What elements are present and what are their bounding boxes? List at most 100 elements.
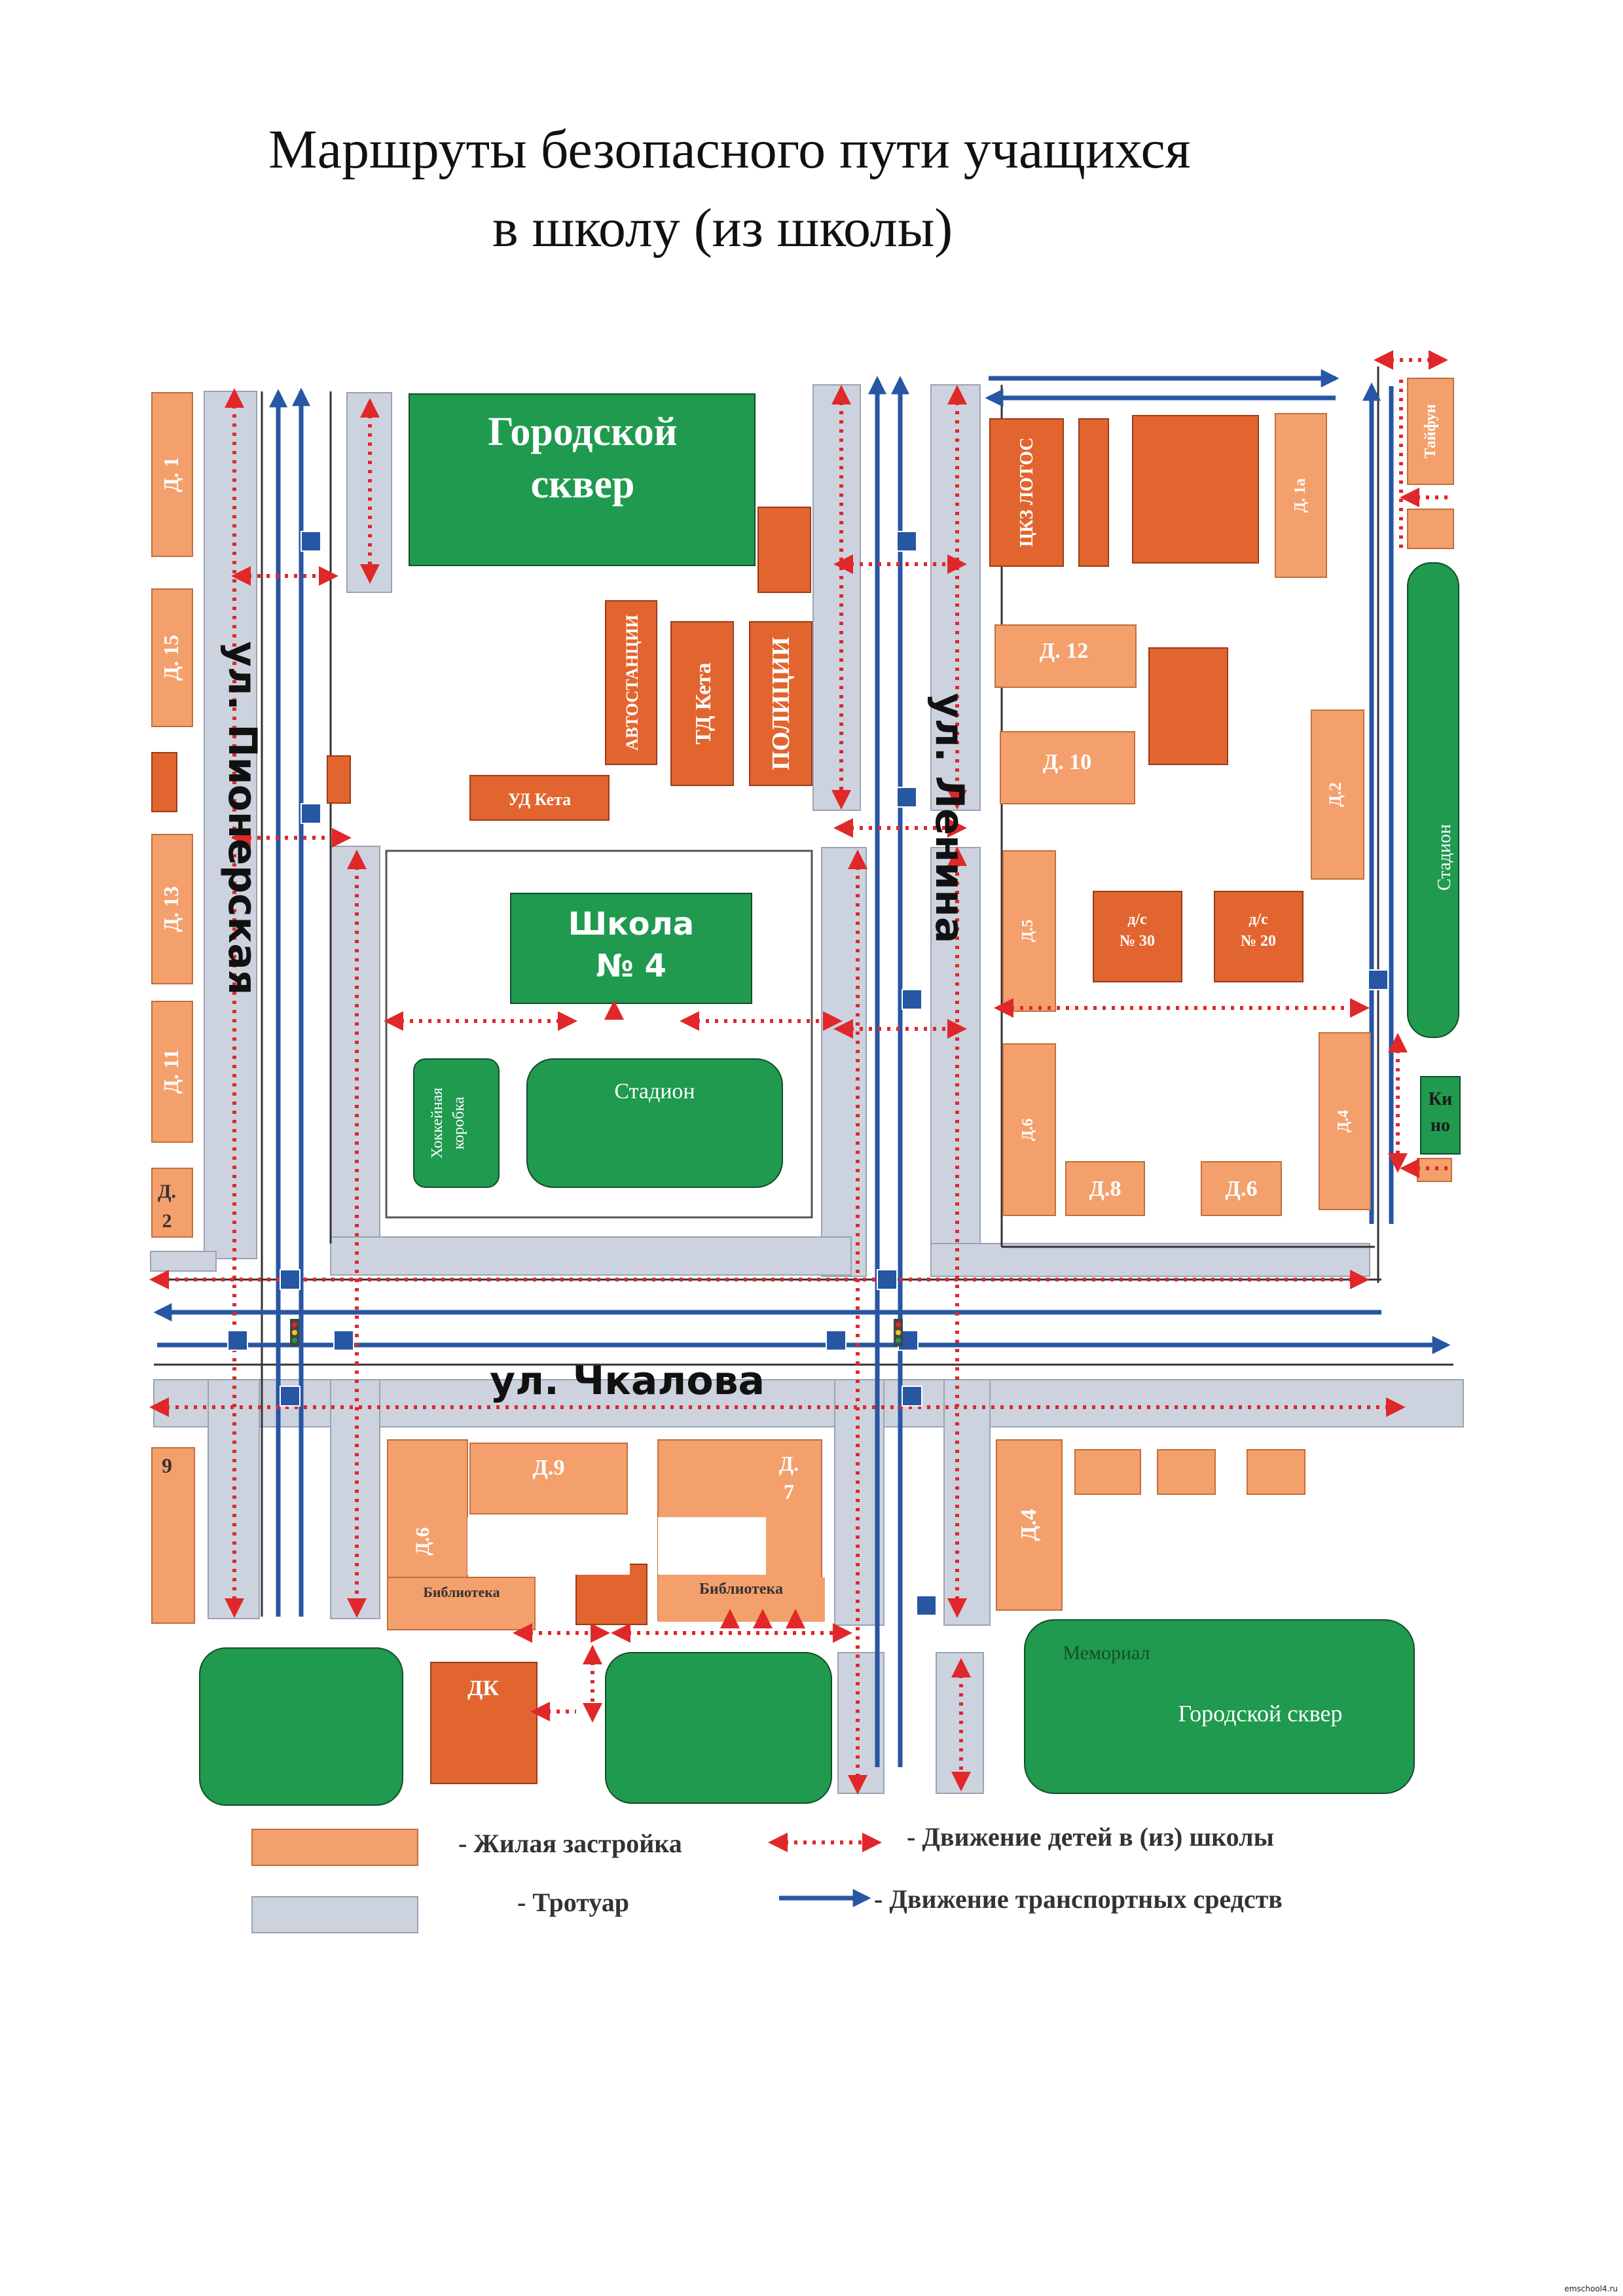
house-small <box>1247 1449 1305 1495</box>
building-small <box>757 507 811 593</box>
right-strip-label: Стадион <box>1434 824 1455 891</box>
building-police <box>749 621 812 786</box>
traffic-light-icon <box>290 1319 299 1346</box>
ud-keta-label: УД Кета <box>508 790 571 809</box>
ds20-label: д/с <box>1249 911 1268 928</box>
park-school <box>510 893 752 1004</box>
crosswalk-sign-icon <box>280 1269 301 1290</box>
legend-sidewalk-swatch <box>251 1896 418 1933</box>
house-label: Д.5 <box>1019 920 1036 942</box>
legend: - Жилая застройка - Тротуар - Движение д… <box>251 1822 1283 1933</box>
house-d12 <box>994 624 1137 688</box>
house-label: Д.8 <box>1089 1177 1122 1201</box>
street-name-chkalova: ул. Чкалова <box>490 1358 765 1404</box>
house-d13 <box>151 834 193 984</box>
crosswalk-sign-icon <box>877 1269 898 1290</box>
hockey-label: коробка <box>450 1096 467 1149</box>
house-tayfun <box>1407 378 1454 485</box>
page-title-line2: в школу (из школы) <box>492 198 953 259</box>
school-label: Школа <box>568 906 694 942</box>
park-memorial <box>1024 1619 1415 1794</box>
building-ds20 <box>1214 891 1304 982</box>
house-label: Д.6 <box>1019 1119 1036 1141</box>
police-label: ПОЛИЦИИ <box>767 637 795 770</box>
house-label: Д.6 <box>1226 1177 1258 1201</box>
stadium-label: Стадион <box>614 1079 695 1103</box>
house-small <box>1074 1449 1141 1495</box>
sidewalk <box>150 1251 217 1272</box>
page-title-line1: Маршруты безопасного пути учащихся <box>268 119 1191 180</box>
crosswalk-sign-icon <box>902 989 922 1010</box>
house-label: 2 <box>162 1210 172 1232</box>
park-cinema <box>1420 1076 1461 1155</box>
lotos-label: ЦКЗ ЛОТОС <box>1017 437 1037 547</box>
park-right-strip <box>1407 562 1459 1038</box>
house-d2-right <box>1311 709 1364 880</box>
house-d11 <box>151 1001 193 1143</box>
crosswalk-sign-icon <box>826 1330 847 1351</box>
house-label: Д. 11 <box>159 1049 183 1094</box>
house-d4-bottom <box>996 1439 1063 1611</box>
building-large <box>1132 415 1259 564</box>
house-label: Д. <box>779 1452 799 1475</box>
building-bus-station <box>605 600 657 765</box>
street-name-pionerskaya: ул. Пионерская <box>219 641 265 996</box>
crosswalk-sign-icon <box>902 1386 922 1407</box>
traffic-light-icon <box>894 1319 903 1346</box>
house-label: Д. 15 <box>159 635 183 681</box>
park-city-square <box>409 393 756 566</box>
bus-station-label: АВТОСТАНЦИИ <box>623 615 642 751</box>
crosswalk-sign-icon <box>1368 969 1389 990</box>
house-label: Д.6 <box>412 1527 433 1555</box>
shopping-center-label: ТД Кета <box>691 663 716 745</box>
school-yard <box>385 850 813 1219</box>
house-label: Д. 1 <box>159 457 183 492</box>
city-square-label: сквер <box>531 462 635 507</box>
building-dk <box>430 1662 538 1784</box>
watermark: emschool4.ru <box>1564 2284 1618 2293</box>
cinema-label: Ки <box>1429 1089 1452 1109</box>
house-label: Д. 12 <box>1040 639 1088 663</box>
dk-label: ДК <box>467 1676 499 1700</box>
house-label: Тайфун <box>1422 404 1439 458</box>
house-label: Д. 1а <box>1292 478 1309 513</box>
crosswalk-sign-icon <box>333 1330 354 1351</box>
house-d1a <box>1275 413 1327 578</box>
park-bottom-middle <box>605 1652 832 1804</box>
crosswalk-sign-icon <box>301 803 321 824</box>
sidewalk <box>943 1379 991 1626</box>
legend-residential-swatch <box>251 1829 418 1866</box>
house-label: Д. <box>158 1181 176 1202</box>
sidewalk <box>930 1243 1370 1277</box>
house-d15 <box>151 588 193 727</box>
house-label: 9 <box>162 1454 172 1477</box>
cinema-label: но <box>1431 1115 1450 1136</box>
building-ds30 <box>1093 891 1182 982</box>
building-small <box>151 752 177 812</box>
house-label: Д. 13 <box>159 886 183 932</box>
building-ud-keta <box>469 775 610 821</box>
park-stadium <box>526 1058 783 1188</box>
legend-sidewalk-label: - Тротуар <box>517 1888 629 1917</box>
crosswalk-sign-icon <box>280 1386 301 1407</box>
house-d8 <box>1065 1161 1145 1216</box>
house-lib-wing <box>387 1577 536 1630</box>
park-hockey <box>413 1058 500 1188</box>
legend-traffic-label: - Движение транспортных средств <box>874 1884 1283 1914</box>
library-label: Библиотека <box>423 1584 500 1600</box>
sidewalk <box>812 384 861 811</box>
building-small <box>1078 418 1109 567</box>
building-small <box>1148 647 1228 765</box>
memorial-label: Городской сквер <box>1178 1700 1342 1727</box>
house-small <box>1157 1449 1216 1495</box>
house-d1 <box>151 392 193 557</box>
house-label: Д.2 <box>1326 782 1345 806</box>
street-name-lenina: ул. Ленина <box>926 693 972 944</box>
house-small <box>1407 509 1454 549</box>
building-small <box>327 755 351 804</box>
house-d2 <box>151 1168 193 1238</box>
ds30-label: № 30 <box>1120 933 1155 950</box>
city-square-label: Городской <box>488 410 677 454</box>
building-shopping-center <box>670 621 734 786</box>
